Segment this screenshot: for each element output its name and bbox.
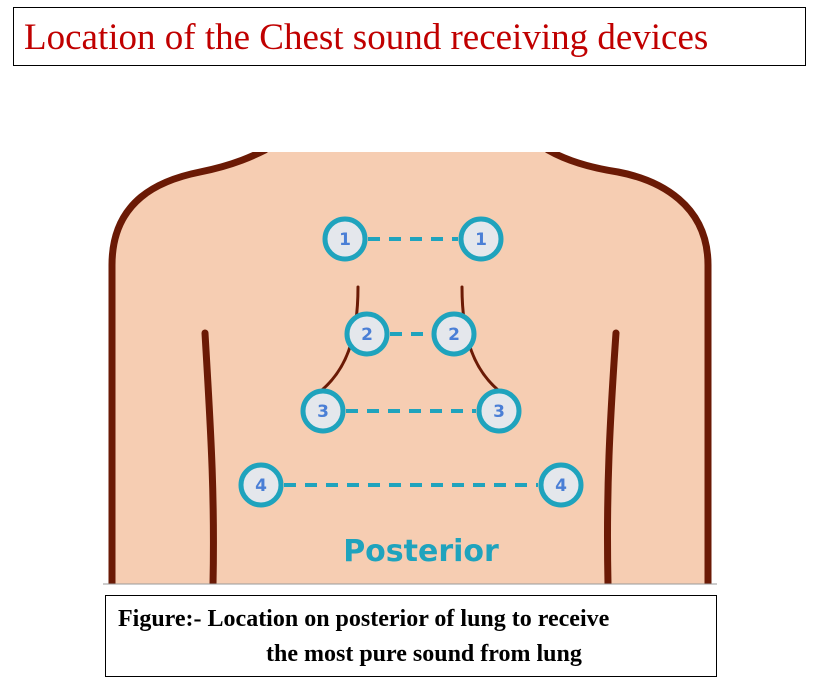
auscultation-spot: 1 xyxy=(458,216,504,262)
auscultation-spot: 1 xyxy=(322,216,368,262)
caption-box: Figure:- Location on posterior of lung t… xyxy=(105,595,717,677)
svg-text:2: 2 xyxy=(448,325,460,345)
torso-outline-left xyxy=(108,152,268,584)
svg-text:2: 2 xyxy=(361,325,373,345)
page-title: Location of the Chest sound receiving de… xyxy=(24,17,709,58)
arm-line-right xyxy=(603,329,620,584)
svg-text:3: 3 xyxy=(317,402,329,422)
svg-text:1: 1 xyxy=(339,230,351,250)
title-box: Location of the Chest sound receiving de… xyxy=(13,7,806,66)
svg-text:3: 3 xyxy=(493,402,505,422)
auscultation-spot: 4 xyxy=(538,462,584,508)
svg-text:4: 4 xyxy=(555,476,567,496)
auscultation-spot: 3 xyxy=(300,388,346,434)
svg-text:4: 4 xyxy=(255,476,267,496)
back-muscle-line-left xyxy=(320,285,360,392)
auscultation-spot: 2 xyxy=(344,311,390,357)
auscultation-spot: 3 xyxy=(476,388,522,434)
torso-outline-right xyxy=(545,152,712,584)
figure-caption-line-2: the most pure sound from lung xyxy=(266,641,582,667)
arm-line-left xyxy=(201,329,217,584)
svg-text:1: 1 xyxy=(475,230,487,250)
auscultation-spot: 2 xyxy=(431,311,477,357)
auscultation-spot: 4 xyxy=(238,462,284,508)
back-muscle-line-right xyxy=(460,285,500,392)
torso-body xyxy=(112,152,708,584)
view-label: Posterior xyxy=(343,534,499,569)
figure-caption-line-1: Figure:- Location on posterior of lung t… xyxy=(118,606,610,632)
